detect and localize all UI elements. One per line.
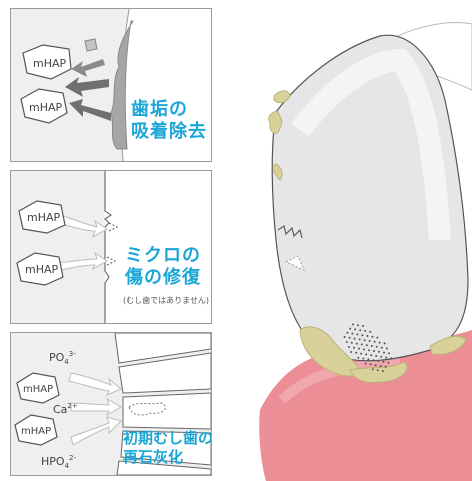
mhap-label-1: mHAP (33, 57, 67, 70)
mhap-particle-6: mHAP (15, 415, 57, 445)
caption-remineral-line2: 再石灰化 (123, 448, 212, 467)
adsorption-arrows (65, 59, 111, 121)
panel-remineralization: mHAP mHAP PO43- Ca2+ HPO42- 初期むし歯の 再石灰化 (10, 332, 212, 476)
mhap-label-5: mHAP (23, 384, 53, 395)
mhap-particle-4: mHAP (17, 253, 63, 285)
caption-plaque-removal: 歯垢の 吸着除去 (131, 99, 207, 143)
caption-plaque-line1: 歯垢の (131, 99, 207, 121)
mhap-particle-1: mHAP (23, 45, 71, 79)
plaque-fragment (85, 39, 97, 51)
mhap-particle-2: mHAP (21, 89, 67, 123)
caption-remineralization: 初期むし歯の 再石灰化 (123, 429, 212, 467)
caption-micro-repair: ミクロの 傷の修復 (125, 245, 201, 289)
mhap-particle-5: mHAP (17, 373, 59, 403)
mhap-label-2: mHAP (29, 101, 63, 114)
caption-repair-line1: ミクロの (125, 245, 201, 267)
caption-plaque-line2: 吸着除去 (131, 121, 207, 143)
ion-ca: Ca2+ (53, 402, 78, 416)
panel-plaque-removal: mHAP mHAP 歯垢の 吸着除去 (10, 8, 212, 162)
mhap-label-3: mHAP (27, 211, 61, 224)
mhap-particle-3: mHAP (19, 201, 65, 233)
caption-repair-line2: 傷の修復 (125, 267, 201, 289)
ion-hpo4: HPO42- (41, 454, 77, 470)
caption-remineral-line1: 初期むし歯の (123, 429, 212, 448)
ion-po4: PO43- (49, 350, 76, 366)
panel-micro-repair: mHAP mHAP ミクロの 傷の修復 (むし歯ではありません) (10, 170, 212, 324)
mhap-label-4: mHAP (25, 263, 59, 276)
tooth-illustration (230, 0, 472, 481)
note-not-cavity: (むし歯ではありません) (123, 295, 209, 306)
mhap-label-6: mHAP (21, 426, 51, 437)
